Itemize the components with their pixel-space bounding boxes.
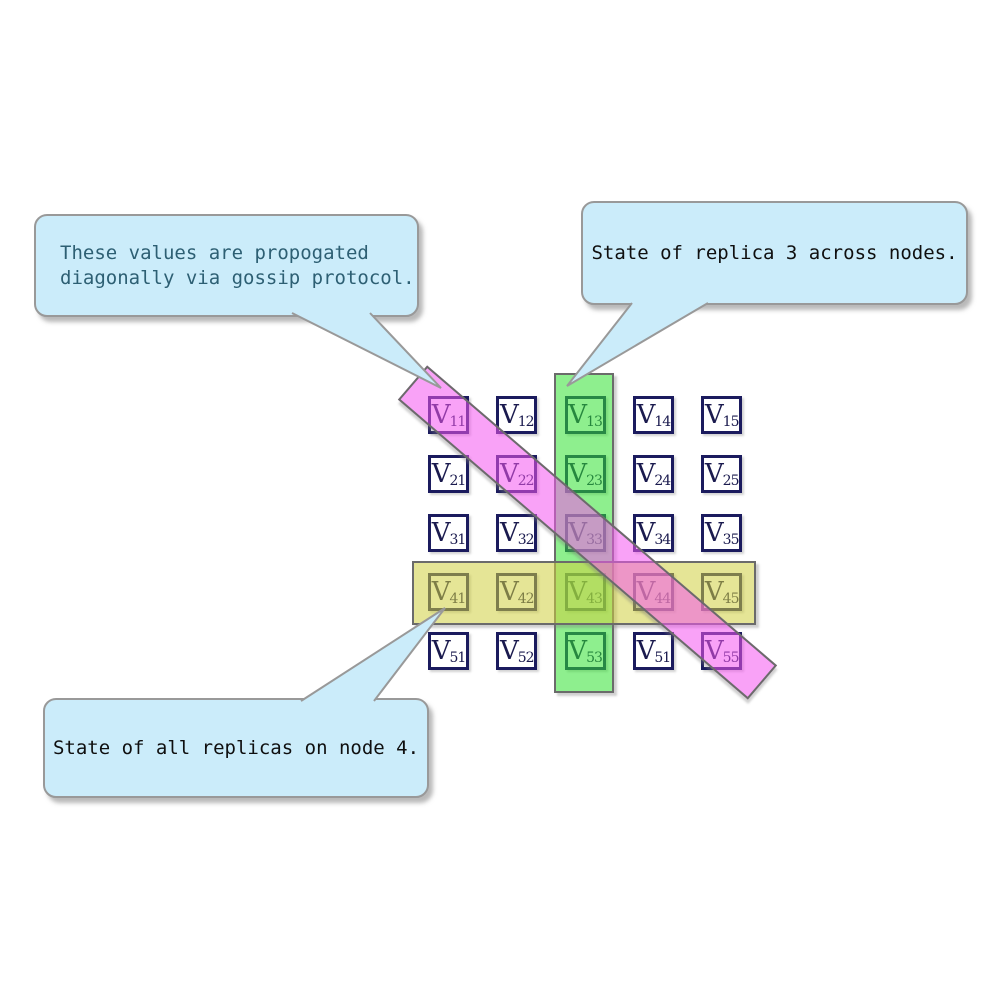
callout-replica-3: State of replica 3 across nodes. [581, 201, 968, 305]
callout-node-4: State of all replicas on node 4. [43, 698, 429, 798]
callout-gossip-protocol: These values are propogated diagonally v… [34, 214, 419, 317]
callout-gossip-line-2: diagonally via gossip protocol. [60, 266, 415, 289]
callout-replica-line-1: State of replica 3 across nodes. [591, 241, 958, 264]
callout-gossip-line-1: These values are propogated [60, 241, 369, 264]
callout-node-line-1: State of all replicas on node 4. [52, 736, 420, 759]
